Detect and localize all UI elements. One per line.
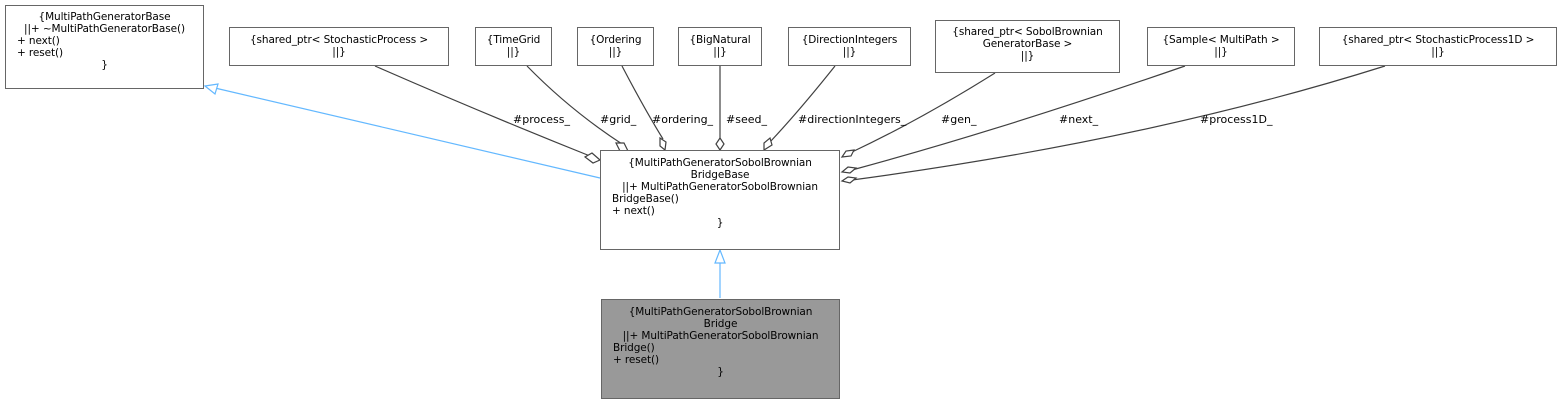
node-shared-ptr-stochastic-process-1d[interactable]: {shared_ptr< StochasticProcess1D >||} xyxy=(1319,27,1557,66)
node-ordering[interactable]: {Ordering||} xyxy=(577,27,654,66)
node-text-line: + next() xyxy=(612,205,655,217)
node-text-line: {MultiPathGeneratorBase xyxy=(38,11,171,23)
node-direction-integers[interactable]: {DirectionIntegers||} xyxy=(788,27,911,66)
node-text-line: } xyxy=(717,366,724,378)
node-text-line: BridgeBase xyxy=(690,169,750,181)
node-sample-multipath[interactable]: {Sample< MultiPath >||} xyxy=(1147,27,1295,66)
node-text-line: ||+ MultiPathGeneratorSobolBrownian xyxy=(622,330,819,342)
node-text-line: Bridge xyxy=(703,318,738,330)
edge-label-process: #process_ xyxy=(513,113,570,126)
node-text-line: {BigNatural xyxy=(689,34,751,46)
inheritance-arrowhead-bridge xyxy=(714,248,726,264)
edge-label-direction-integers: #directionIntegers_ xyxy=(798,113,907,126)
aggregation-edge-next xyxy=(851,65,1186,171)
node-text-line: {shared_ptr< SobolBrownian xyxy=(952,26,1103,38)
aggregation-edge-gen xyxy=(851,72,996,153)
node-time-grid[interactable]: {TimeGrid||} xyxy=(475,27,552,66)
node-text-line: {shared_ptr< StochasticProcess1D > xyxy=(1341,34,1535,46)
aggregation-diamond-seed xyxy=(715,136,725,152)
node-text-line: BridgeBase() xyxy=(612,193,679,205)
edge-label-seed: #seed_ xyxy=(726,113,767,126)
aggregation-diamond-process xyxy=(583,152,602,164)
node-text-line: {TimeGrid xyxy=(486,34,541,46)
node-text-line: {Sample< MultiPath > xyxy=(1162,34,1280,46)
node-text-line: + reset() xyxy=(613,354,660,366)
node-text-line: + reset() xyxy=(17,47,64,59)
node-text-line: } xyxy=(716,217,724,229)
node-text-line: ||} xyxy=(1020,50,1035,62)
edge-label-gen: #gen_ xyxy=(941,113,977,126)
node-text-line: ||} xyxy=(608,46,623,58)
node-text-line: {shared_ptr< StochasticProcess > xyxy=(249,34,429,46)
node-text-line: {DirectionIntegers xyxy=(801,34,898,46)
node-text-line: {Ordering xyxy=(589,34,642,46)
aggregation-diamond-gen xyxy=(840,149,856,158)
node-text-line: ||} xyxy=(332,46,346,58)
node-shared-ptr-stochastic-process[interactable]: {shared_ptr< StochasticProcess >||} xyxy=(229,27,449,66)
node-text-line: + next() xyxy=(17,35,60,47)
edge-label-ordering: #ordering_ xyxy=(652,113,714,126)
node-text-line: GeneratorBase > xyxy=(982,38,1073,50)
edge-label-next: #next_ xyxy=(1059,113,1099,126)
aggregation-edge-direction-integers xyxy=(769,65,836,143)
inheritance-arrowhead-base xyxy=(203,83,219,96)
node-text-line: ||} xyxy=(506,46,521,58)
node-text-line: Bridge() xyxy=(613,342,655,354)
aggregation-edge-grid xyxy=(526,65,623,145)
node-text-line: {MultiPathGeneratorSobolBrownian xyxy=(628,306,813,318)
aggregation-diamond-direction-integers xyxy=(763,136,773,152)
aggregation-edge-process xyxy=(374,65,591,157)
node-text-line: ||} xyxy=(1214,46,1228,58)
aggregation-diamond-process1d xyxy=(840,176,858,184)
aggregation-diamond-ordering xyxy=(659,136,667,152)
node-text-line: } xyxy=(101,59,108,71)
aggregation-edge-process1d xyxy=(851,65,1386,181)
inheritance-edge-base xyxy=(214,87,601,179)
node-text-line: ||} xyxy=(842,46,857,58)
node-text-line: ||} xyxy=(1431,46,1445,58)
aggregation-edge-ordering xyxy=(621,65,664,140)
aggregation-diamond-next xyxy=(840,166,858,174)
node-text-line: ||+ ~MultiPathGeneratorBase() xyxy=(24,23,185,35)
node-big-natural[interactable]: {BigNatural||} xyxy=(678,27,762,66)
edge-label-grid: #grid_ xyxy=(600,113,637,126)
node-text-line: ||+ MultiPathGeneratorSobolBrownian xyxy=(622,181,818,193)
node-text-line: {MultiPathGeneratorSobolBrownian xyxy=(628,157,812,169)
node-text-line: ||} xyxy=(713,46,727,58)
edge-label-process1d: #process1D_ xyxy=(1200,113,1273,126)
node-multipath-generator-base[interactable]: {MultiPathGeneratorBase||+ ~MultiPathGen… xyxy=(5,5,204,89)
